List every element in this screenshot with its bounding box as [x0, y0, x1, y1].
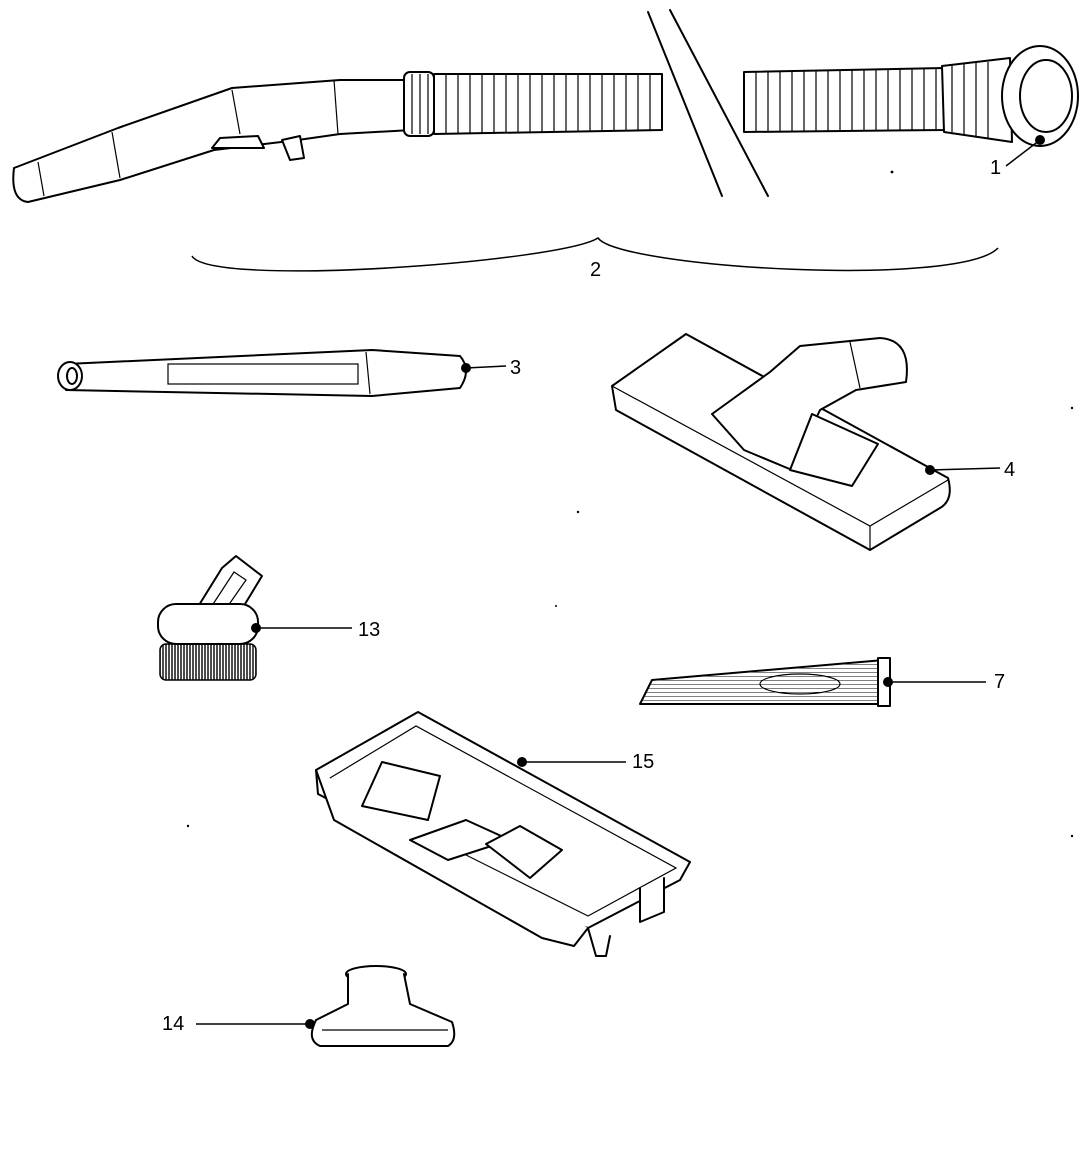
callout-label-2: 2 [590, 259, 601, 281]
hose-segment-right [743, 67, 945, 133]
callout-label-1: 1 [990, 157, 1001, 179]
crevice-tool [639, 657, 891, 707]
break-line-b [669, 9, 769, 197]
leader-line-4 [929, 467, 1001, 471]
upholstery-tool [310, 965, 456, 1047]
break-line-a [647, 11, 723, 197]
callout-label-14: 14 [162, 1013, 184, 1035]
hose-segment-left [433, 73, 663, 135]
scan-specks [186, 170, 1074, 838]
dusting-brush [157, 555, 263, 681]
callout-label-7: 7 [994, 671, 1005, 693]
brace-2 [191, 236, 999, 272]
callout-label-15: 15 [632, 751, 654, 773]
floor-tool [611, 333, 951, 551]
leader-line-3 [465, 365, 507, 369]
leader-line-1 [1005, 139, 1041, 167]
hose-assembly [12, 9, 945, 203]
wand [57, 349, 467, 397]
hose-handle [12, 71, 435, 203]
hose-end-connector [941, 45, 1079, 147]
callout-label-4: 4 [1004, 459, 1015, 481]
callout-label-3: 3 [510, 357, 521, 379]
tool-caddy [315, 711, 691, 957]
callout-label-13: 13 [358, 619, 380, 641]
